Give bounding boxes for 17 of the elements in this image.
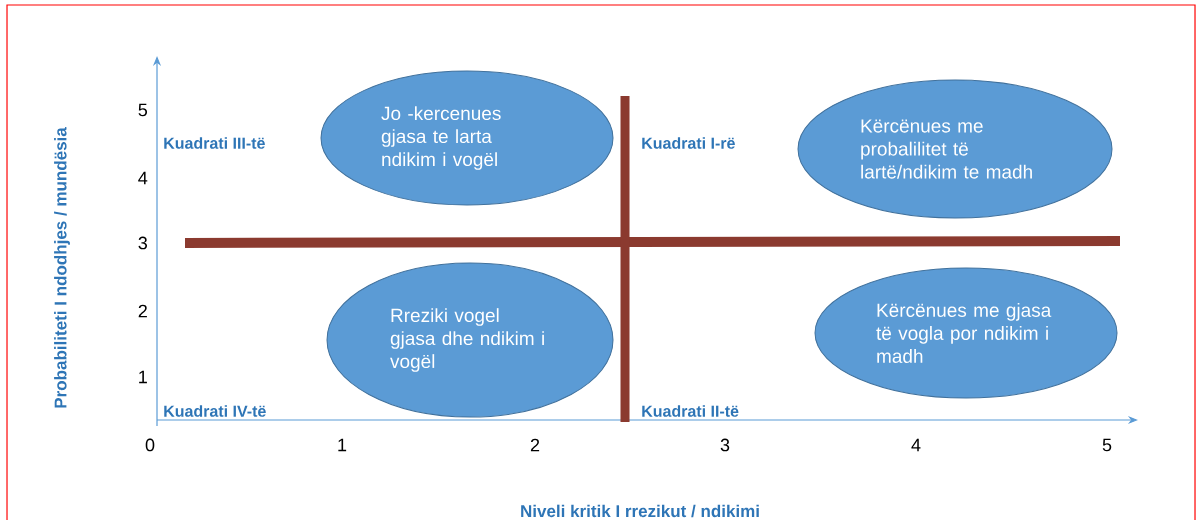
quadrant-label: Kuadrati III-të <box>164 137 265 149</box>
quadrant-label: Kuadrati II-të <box>642 405 739 417</box>
tick-label: 1 <box>338 438 347 452</box>
tick-label: 4 <box>911 438 921 452</box>
tick-label: 0 <box>145 438 155 452</box>
tick-label: 5 <box>138 103 148 117</box>
tick-label: 5 <box>1102 438 1112 452</box>
tick-label: 2 <box>530 438 540 452</box>
axis-title: Probabiliteti I ndodhjes / mundësia <box>54 127 70 408</box>
tick-label: 2 <box>138 304 147 318</box>
tick-label: 4 <box>138 171 148 185</box>
quadrant-label: Kuadrati I-rë <box>642 137 735 149</box>
tick-label: 3 <box>720 438 730 452</box>
quadrant-label: Kuadrati IV-të <box>164 405 266 417</box>
tick-label: 1 <box>139 370 147 384</box>
tick-label: 3 <box>138 236 147 250</box>
axis-title: Niveli kritik I rrezikut / ndikimi <box>521 504 759 518</box>
